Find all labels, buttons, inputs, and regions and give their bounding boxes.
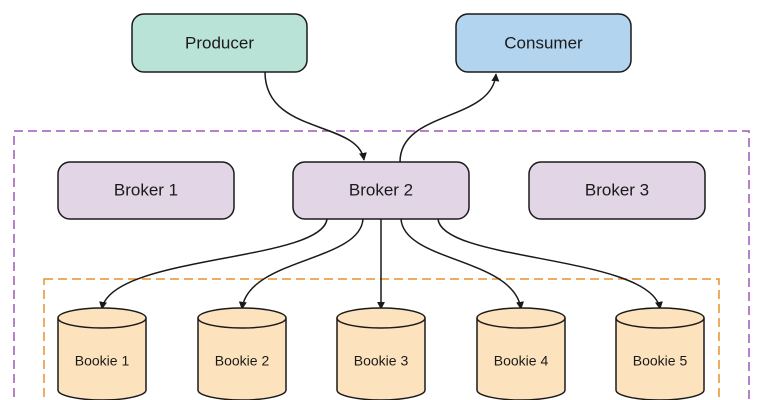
producer-to-broker-2-arrow — [264, 71, 367, 161]
bookie-5-node: Bookie 5 — [615, 307, 705, 400]
bookie-5-label: Bookie 5 — [633, 353, 688, 369]
bookie-1-node: Bookie 1 — [57, 307, 147, 400]
producer-box — [131, 13, 308, 73]
broker-1-box — [57, 161, 235, 220]
broker-2-to-bookie-4-arrow — [400, 218, 524, 310]
broker-2-label: Broker 2 — [349, 180, 413, 199]
bookie-1-cylinder — [57, 318, 147, 400]
broker-2-to-consumer-arrow — [399, 73, 500, 163]
bookie-3-cylinder-top — [336, 307, 426, 329]
bookie-4-cylinder-top — [476, 307, 566, 329]
broker-3-box — [528, 161, 706, 220]
bookie-3-node: Bookie 3 — [336, 307, 426, 400]
bookie-1-label: Bookie 1 — [75, 353, 130, 369]
bookie-2-node: Bookie 2 — [197, 307, 287, 400]
broker-2-to-bookie-1-arrow — [99, 218, 328, 310]
broker-1-label: Broker 1 — [114, 180, 178, 199]
bookie-4-label: Bookie 4 — [494, 353, 549, 369]
producer-label: Producer — [185, 33, 254, 52]
bookie-3-label: Bookie 3 — [354, 353, 409, 369]
broker-2-node: Broker 2 — [292, 161, 470, 220]
bookie-2-cylinder-top — [197, 307, 287, 329]
broker-cluster-border — [13, 130, 750, 400]
bookie-1-cylinder-top — [57, 307, 147, 329]
bookie-2-cylinder — [197, 318, 287, 400]
broker-2-to-bookie-2-arrow — [238, 218, 364, 310]
broker-3-label: Broker 3 — [585, 180, 649, 199]
consumer-label: Consumer — [504, 33, 583, 52]
producer-node: Producer — [131, 13, 308, 73]
bookie-2-label: Bookie 2 — [215, 353, 270, 369]
bookie-5-cylinder — [615, 318, 705, 400]
consumer-node: Consumer — [455, 13, 632, 73]
bookie-3-cylinder — [336, 318, 426, 400]
bookie-4-cylinder — [476, 318, 566, 400]
broker-2-to-bookie-5-arrow — [437, 218, 663, 310]
consumer-box — [455, 13, 632, 73]
bookie-5-cylinder-top — [615, 307, 705, 329]
broker-3-node: Broker 3 — [528, 161, 706, 220]
bookie-4-node: Bookie 4 — [476, 307, 566, 400]
broker-1-node: Broker 1 — [57, 161, 235, 220]
